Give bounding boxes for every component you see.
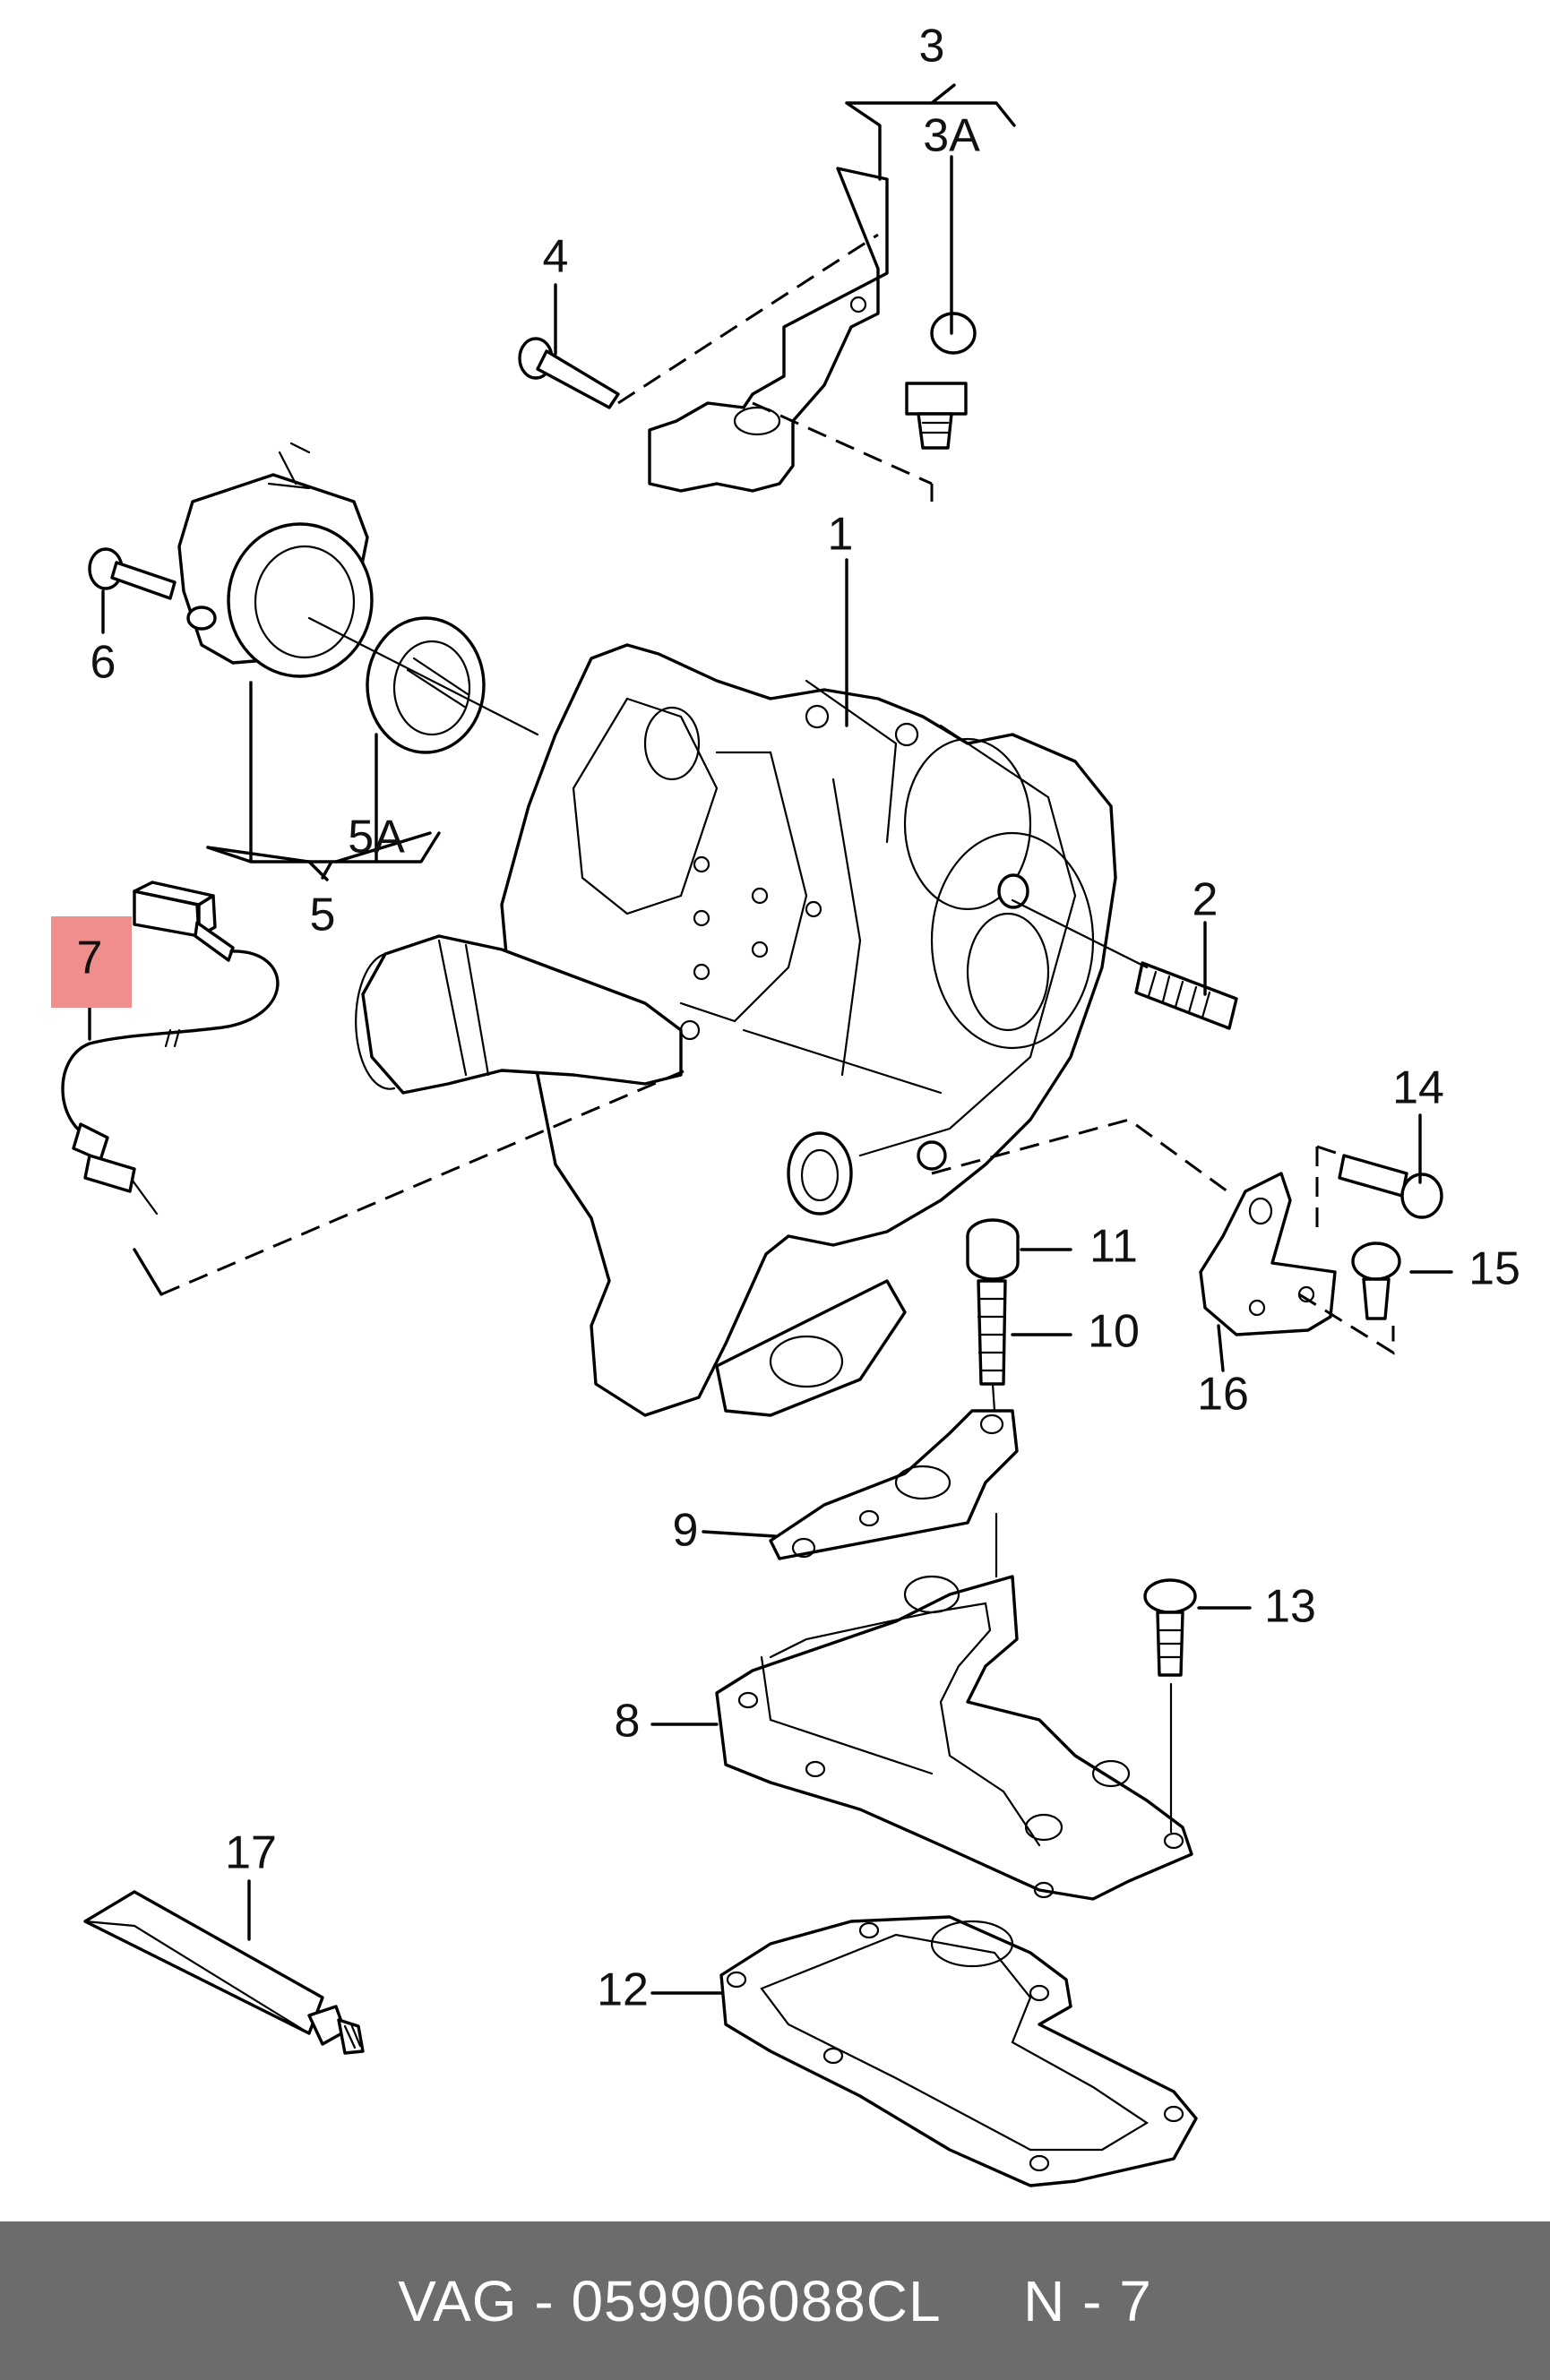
callout-13: 13 [1264,1581,1316,1633]
seal-ring-part-5a [366,616,486,754]
callout-6: 6 [90,637,116,689]
bolt-part-4 [518,337,620,409]
nut-part-11 [966,1218,1020,1281]
callout-12: 12 [597,1964,649,2016]
callout-1: 1 [828,509,854,561]
bolt-part-3a [905,312,977,450]
callout-15: 15 [1468,1243,1520,1295]
stud-part-2 [1134,961,1238,1030]
exploded-parts-diagram: 1 2 3 3A 4 5 5A 6 7 8 9 10 11 12 13 14 1… [51,21,1520,2187]
bolt-part-6 [88,547,177,600]
sealant-tube-part-17 [83,1890,365,2055]
bracket-part-3 [648,167,889,493]
callout-17: 17 [225,1827,277,1879]
turbo-flange [715,1279,907,1417]
callout-9: 9 [673,1505,699,1557]
callout-2: 2 [1193,874,1218,926]
connector-housing-part-5 [177,442,374,678]
manifold-part-8 [715,1575,1193,1901]
callout-16: 16 [1197,1369,1249,1421]
sensor-part-7 [61,881,280,1216]
gasket-part-9 [769,1409,1019,1560]
bolt-part-15 [1351,1242,1401,1320]
intake-pipe [355,934,683,1095]
part-number-text: VAG - 059906088CL N - 7 [398,2268,1152,2333]
callout-4: 4 [543,231,569,283]
callout-3: 3 [919,21,945,73]
callout-14: 14 [1392,1062,1444,1114]
callout-5a: 5A [348,812,405,864]
part-number-footer: VAG - 059906088CL N - 7 [0,2221,1550,2380]
stud-part-10 [977,1279,1007,1386]
callout-7-highlight [51,916,132,1008]
bolt-part-13 [1143,1578,1197,1677]
callout-8: 8 [615,1696,641,1748]
callout-11: 11 [1089,1221,1138,1273]
turbo-bolts [679,704,919,1041]
callout-labels: 1 2 3 3A 4 5 5A 6 7 8 9 10 11 12 13 14 1… [77,21,1520,2016]
callout-5: 5 [310,889,336,941]
callout-3a: 3A [923,110,980,162]
bracket-part-16 [1199,1172,1337,1336]
bolt-part-14 [1338,1154,1443,1219]
gasket-part-12 [719,1915,1198,2187]
callout-7: 7 [77,932,103,984]
turbocharger-part-1 [500,643,1117,1417]
callout-10: 10 [1088,1306,1140,1358]
